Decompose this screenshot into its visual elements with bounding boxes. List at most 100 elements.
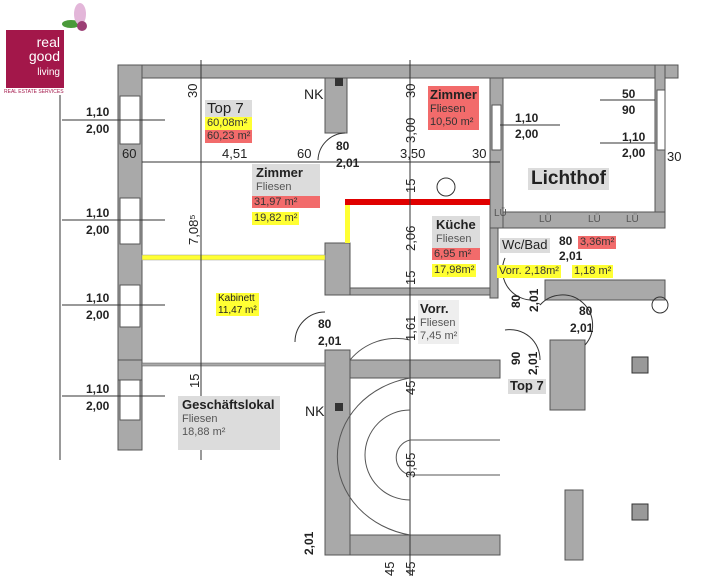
dimension: 45 xyxy=(403,380,418,395)
window-dim: 2,00 xyxy=(86,308,110,322)
yellow-wall-line xyxy=(141,254,326,261)
area-red: 6,95 m² xyxy=(432,247,480,261)
window-dim: 2,00 xyxy=(86,399,110,413)
nk-icon xyxy=(335,78,343,86)
room-area: 7,45 m² xyxy=(420,329,458,342)
door-dim: 80 xyxy=(509,294,523,308)
walls xyxy=(117,64,679,561)
dimension: 3,00 xyxy=(403,117,418,143)
dimension: 60 xyxy=(122,146,137,161)
door-dim: 80 xyxy=(336,139,350,153)
yellow-wall-line-vertical xyxy=(345,205,350,243)
logo-text: good xyxy=(28,48,60,64)
door-dim: 90 xyxy=(509,351,523,365)
logo-tagline: REAL ESTATE SERVICES xyxy=(4,89,64,95)
room-area: 11,47 m² xyxy=(218,304,257,316)
room-area: 18,88 m² xyxy=(182,425,226,438)
room-floor: Fliesen xyxy=(420,316,456,329)
orchid-icon xyxy=(62,3,87,31)
room-name: Kabinett xyxy=(218,293,255,304)
area-yellow: 1,18 m² xyxy=(572,265,614,278)
area-red: 3,36m² xyxy=(578,236,617,249)
nk-label: NK xyxy=(304,86,324,102)
door-dim: 80 xyxy=(579,304,593,318)
area-gross: 60,23 m² xyxy=(205,129,253,143)
installation-symbol xyxy=(436,177,456,197)
room-lichthof: Lichthof xyxy=(528,168,609,190)
room-area: 10,50 m² xyxy=(430,115,474,128)
logo: real good living xyxy=(6,30,64,88)
window-dim: 2,00 xyxy=(622,146,646,160)
window-dim: 1,10 xyxy=(86,206,110,220)
room-floor: Fliesen xyxy=(182,412,218,425)
room-floor: Fliesen xyxy=(256,180,292,193)
room-kabinett: Kabinett 11,47 m² xyxy=(216,293,259,316)
door-dim: 2,01 xyxy=(318,334,342,348)
lue-label: LÜ xyxy=(588,214,601,225)
dimension: 3,85 xyxy=(403,452,418,478)
installation-symbol xyxy=(651,296,669,314)
dimension: 30 xyxy=(667,149,682,164)
door-dim: 80 xyxy=(318,317,332,331)
area-yellow: 17,98m² xyxy=(432,264,477,277)
door-dim: 2,01 xyxy=(570,321,594,335)
door-arcs xyxy=(294,132,594,361)
room-wcbad: Wc/Bad xyxy=(500,237,550,253)
dimension: 45 xyxy=(403,561,418,576)
shaft-icon xyxy=(631,356,649,374)
nk-icon xyxy=(335,403,343,411)
area-yellow: 19,82 m² xyxy=(252,212,300,225)
room-name: Küche xyxy=(436,217,476,232)
lue-label: LÜ xyxy=(494,208,507,219)
window-dim: 1,10 xyxy=(86,105,110,119)
dimension: 7,08⁵ xyxy=(186,214,201,245)
staircase xyxy=(336,337,500,536)
lue-label: LÜ xyxy=(626,214,639,225)
dimension: 3,50 xyxy=(400,146,426,161)
dimension: 45 xyxy=(382,561,397,576)
window-dim: 90 xyxy=(622,103,636,117)
logo-text: real xyxy=(36,34,60,50)
room-name: Geschäftslokal xyxy=(182,397,275,412)
dimension: 30 xyxy=(403,83,418,98)
door-dim: 2,01 xyxy=(336,156,360,170)
door-dim: 2,01 xyxy=(559,249,583,263)
window-dim: 1,10 xyxy=(515,111,539,125)
dimension: 30 xyxy=(472,146,487,161)
room-top7-stair: Top 7 xyxy=(508,378,546,394)
dimension: 15 xyxy=(187,373,202,388)
door-dim: 2,01 xyxy=(526,351,540,375)
area-net: 60,08m² xyxy=(205,117,253,130)
area-red: 31,97 m² xyxy=(252,195,320,209)
door-dim: 80 xyxy=(559,234,573,248)
window-dim: 50 xyxy=(622,87,636,101)
dimension: 60 xyxy=(297,146,312,161)
room-vorr: Vorr. Fliesen 7,45 m² xyxy=(418,300,460,345)
door-dim: 2,01 xyxy=(527,288,541,312)
dimension: 4,51 xyxy=(222,146,248,161)
window-dim: 1,10 xyxy=(86,291,110,305)
lue-label: LÜ xyxy=(539,214,552,225)
window-dim: 2,00 xyxy=(86,223,110,237)
room-name: Vorr. xyxy=(420,301,449,316)
dimension: 2,06 xyxy=(403,225,418,251)
window-dim: 1,10 xyxy=(86,382,110,396)
dimension: 15 xyxy=(403,178,418,193)
window-dim: 2,00 xyxy=(86,122,110,136)
logo-text: living xyxy=(37,67,60,78)
room-floor: Fliesen xyxy=(436,232,472,245)
window-dim: 2,00 xyxy=(515,127,539,141)
dimension: 30 xyxy=(185,83,200,98)
window-dim: 1,10 xyxy=(622,130,646,144)
area-vorr: Vorr. 2,18m² xyxy=(497,265,561,278)
room-geschaeftslokal: Geschäftslokal Fliesen 18,88 m² xyxy=(178,396,280,450)
room-name: Top 7 xyxy=(205,100,253,118)
room-name: Zimmer xyxy=(256,165,303,180)
door-dim: 2,01 xyxy=(302,531,316,555)
room-top7: Top 7 60,08m² 60,23 m² xyxy=(205,100,253,143)
nk-label: NK xyxy=(305,403,325,419)
room-floor: Fliesen xyxy=(430,102,466,115)
